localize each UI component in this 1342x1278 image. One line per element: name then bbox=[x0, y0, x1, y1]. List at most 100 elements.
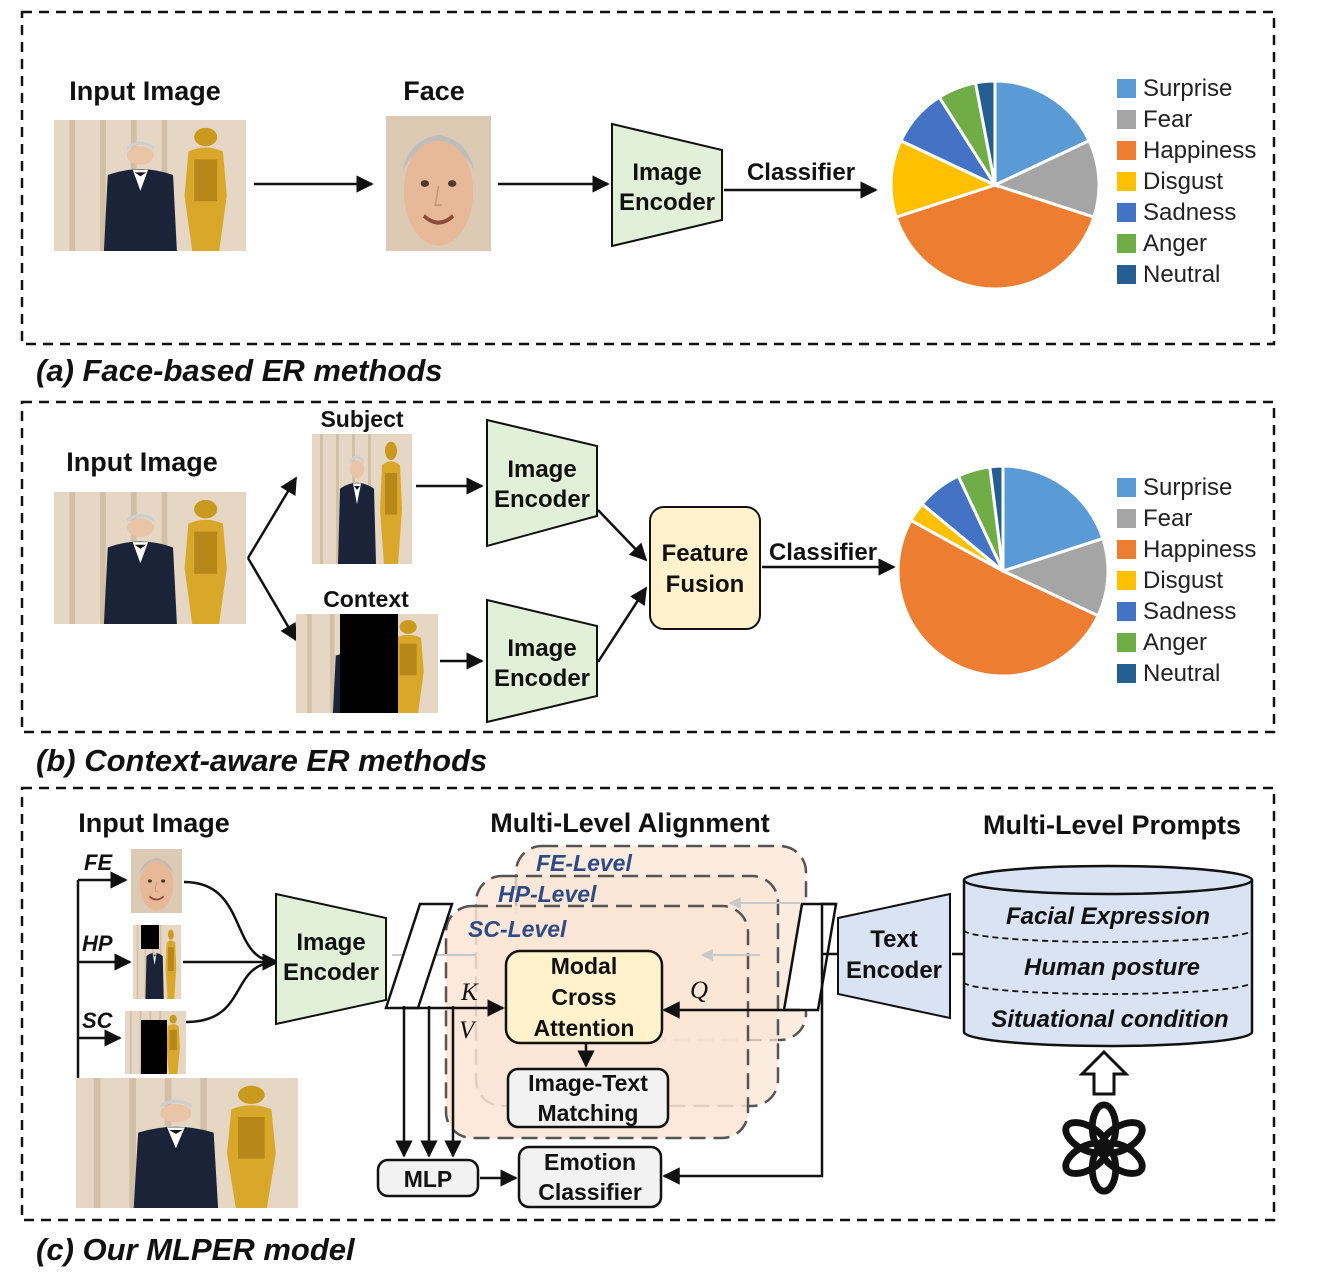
alignment-title: Multi-Level Alignment bbox=[490, 808, 770, 838]
pie1-slice-surprise bbox=[993, 79, 1092, 188]
text-encoder bbox=[837, 892, 951, 1020]
panel-a-pie-chart bbox=[889, 79, 1101, 291]
panel-b-legend: SurpriseFearHappinessDisgustSadnessAnger… bbox=[1117, 474, 1256, 687]
legend2-swatch-happiness bbox=[1117, 540, 1136, 559]
panel-b-caption: (b) Context-aware ER methods bbox=[36, 743, 487, 778]
panel-b-pie-chart bbox=[896, 464, 1110, 678]
legend1-swatch-sadness bbox=[1117, 203, 1136, 222]
panel-b-classifier-label: Classifier bbox=[769, 539, 877, 566]
legend1-label-disgust: Disgust bbox=[1143, 168, 1223, 195]
legend2-swatch-fear bbox=[1117, 509, 1136, 528]
emotion-line2: Classifier bbox=[538, 1179, 642, 1205]
panel-b-encoder1-line1: Image bbox=[507, 456, 576, 483]
panel-c-input-label: Input Image bbox=[78, 808, 230, 838]
attention-line3: Attention bbox=[534, 1015, 635, 1041]
sc-to-encoder-curve bbox=[185, 960, 279, 1024]
panel-b-subject-label: Subject bbox=[320, 406, 403, 432]
legend2-swatch-sadness bbox=[1117, 602, 1136, 621]
prompt-facial-expression: Facial Expression bbox=[1006, 903, 1210, 930]
panel-b-context-label: Context bbox=[323, 586, 409, 612]
panel-a-encoder-line2: Encoder bbox=[619, 189, 715, 216]
prompt-situational-condition: Situational condition bbox=[991, 1006, 1228, 1033]
prompts-cylinder-top bbox=[962, 864, 1254, 896]
modal-cross-attention bbox=[504, 949, 664, 1045]
panel-b-context-mask bbox=[340, 614, 398, 713]
legend2-swatch-neutral bbox=[1117, 664, 1136, 683]
pie2-slice-happiness bbox=[896, 518, 1101, 678]
sc-branch-label: SC bbox=[82, 1008, 114, 1033]
sc-mask bbox=[141, 1020, 167, 1074]
panel-c-image-encoder bbox=[275, 892, 387, 1026]
legend2-swatch-surprise bbox=[1117, 478, 1136, 497]
panel-b-encoder2-line2: Encoder bbox=[494, 665, 590, 692]
fe-to-encoder-curve bbox=[183, 880, 279, 964]
panel-c-encoder-line1: Image bbox=[296, 929, 365, 956]
arrow-encoder1-to-fusion bbox=[597, 509, 648, 562]
hp-level-label: HP-Level bbox=[498, 881, 597, 907]
legend1-swatch-happiness bbox=[1117, 141, 1136, 160]
pie1-slice-happiness bbox=[894, 183, 1096, 291]
panel-b-subject-encoder bbox=[486, 418, 598, 548]
legend1-swatch-disgust bbox=[1117, 172, 1136, 191]
panel-b-feature-fusion bbox=[649, 506, 761, 630]
hp-branch-label: HP bbox=[82, 931, 113, 956]
legend1-label-anger: Anger bbox=[1143, 230, 1207, 257]
panel-b-frame bbox=[20, 400, 1276, 734]
text-encoder-line1: Text bbox=[870, 926, 918, 953]
panel-b-input-photo bbox=[54, 492, 246, 624]
prompts-title: Multi-Level Prompts bbox=[983, 810, 1241, 840]
legend1-swatch-surprise bbox=[1117, 79, 1136, 98]
pie2-slice-fear bbox=[998, 536, 1110, 618]
legend1-label-surprise: Surprise bbox=[1143, 75, 1232, 102]
legend2-label-fear: Fear bbox=[1143, 505, 1192, 532]
arrow-encoder2-to-fusion bbox=[596, 586, 648, 663]
attention-line1: Modal bbox=[551, 953, 617, 979]
itm-line1: Image-Text bbox=[528, 1070, 648, 1096]
legend2-label-neutral: Neutral bbox=[1143, 660, 1220, 687]
fe-face-crop bbox=[130, 848, 183, 914]
q-label: Q bbox=[690, 977, 708, 1004]
legend2-label-sadness: Sadness bbox=[1143, 598, 1236, 625]
itm-line2: Matching bbox=[538, 1100, 639, 1126]
panel-b-fusion-line1: Feature bbox=[662, 540, 749, 567]
legend2-swatch-disgust bbox=[1117, 571, 1136, 590]
panel-a-image-encoder bbox=[611, 122, 723, 248]
panel-a-legend: SurpriseFearHappinessDisgustSadnessAnger… bbox=[1117, 75, 1256, 288]
panel-c-input-photo bbox=[76, 1078, 298, 1208]
panel-a-encoder-line1: Image bbox=[632, 159, 701, 186]
prompt-divider-2 bbox=[963, 981, 1253, 995]
panel-a-face-label: Face bbox=[403, 76, 465, 106]
legend2-label-happiness: Happiness bbox=[1143, 536, 1256, 563]
arrow-input-to-subject bbox=[246, 476, 298, 559]
k-label: K bbox=[460, 979, 479, 1006]
mlp-block bbox=[376, 1158, 480, 1198]
mlp-label: MLP bbox=[404, 1166, 453, 1192]
legend2-label-anger: Anger bbox=[1143, 629, 1207, 656]
chatgpt-logo-icon bbox=[1061, 1105, 1147, 1191]
panel-b-encoder1-line2: Encoder bbox=[494, 486, 590, 513]
pie2-slice-neutral bbox=[988, 464, 1005, 572]
panel-b-fusion-line2: Fusion bbox=[666, 571, 745, 598]
legend1-swatch-anger bbox=[1117, 234, 1136, 253]
panel-c-frame bbox=[20, 786, 1276, 1222]
panel-b-context-encoder bbox=[486, 598, 598, 724]
panel-a-input-photo bbox=[54, 120, 246, 251]
legend1-swatch-fear bbox=[1117, 110, 1136, 129]
sc-level-label: SC-Level bbox=[468, 916, 567, 942]
pie1-slice-neutral bbox=[973, 79, 997, 186]
image-text-matching bbox=[506, 1067, 670, 1129]
legend1-label-neutral: Neutral bbox=[1143, 261, 1220, 288]
pie2-slice-surprise bbox=[1001, 464, 1105, 574]
prompts-cylinder bbox=[962, 880, 1254, 1048]
panel-c-encoder-line2: Encoder bbox=[283, 959, 379, 986]
panel-a-classifier-label: Classifier bbox=[747, 159, 855, 186]
legend2-label-disgust: Disgust bbox=[1143, 567, 1223, 594]
fe-branch-label: FE bbox=[84, 850, 113, 875]
pie1-slice-fear bbox=[990, 138, 1101, 220]
panel-a-face-photo bbox=[386, 116, 491, 251]
pie1-slice-disgust bbox=[889, 138, 1000, 220]
legend1-label-sadness: Sadness bbox=[1143, 199, 1236, 226]
emotion-classifier bbox=[517, 1145, 663, 1209]
v-label: V bbox=[459, 1017, 477, 1044]
